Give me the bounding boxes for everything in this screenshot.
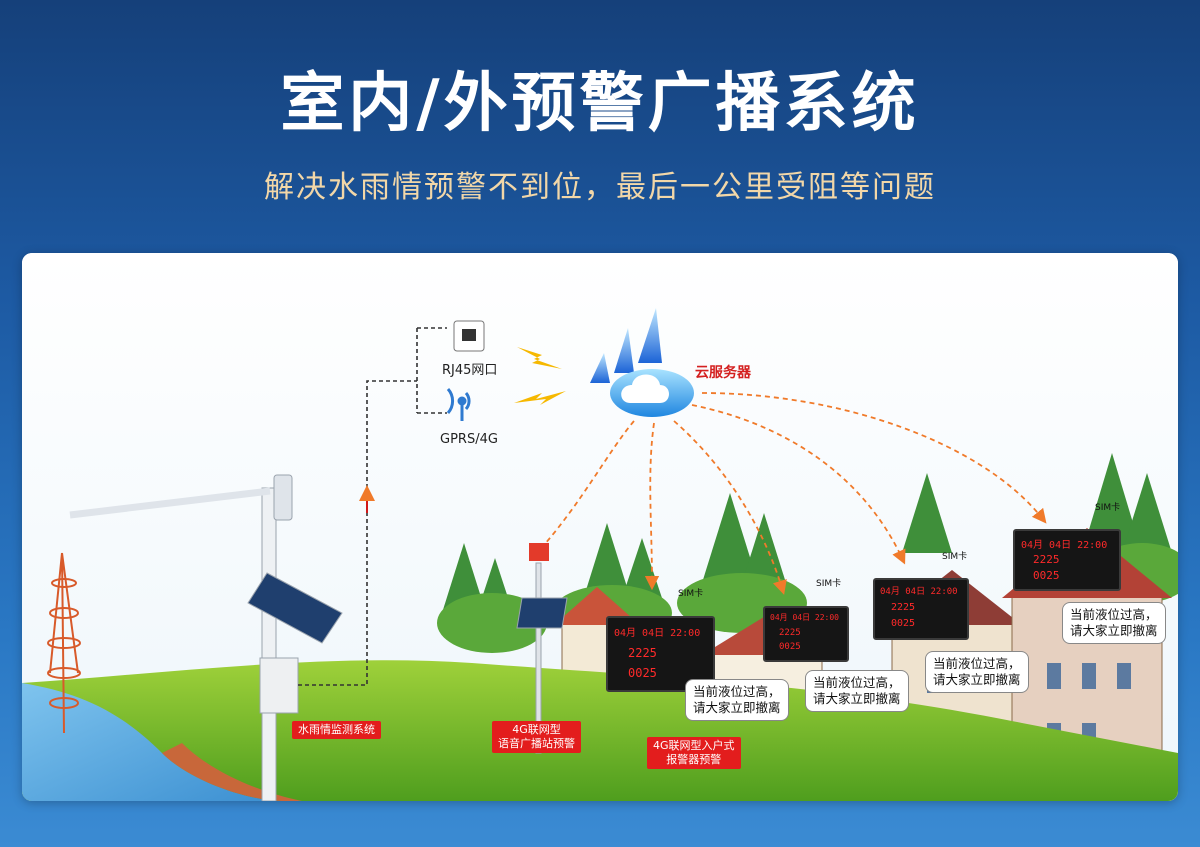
lightning-icon [517,347,562,369]
lightning-icon [514,391,566,405]
display-value-b: 0025 [1033,569,1060,582]
diagram-panel: RJ45网口 GPRS/4G 云服务器 水雨情监测系统 4G联网型 语音广播站预… [22,253,1178,801]
alert-line2: 请大家立即撤离 [1070,623,1158,638]
alert-line1: 当前液位过高， [693,684,781,699]
display-value-b: 0025 [779,642,801,652]
sim-label: SIM卡 [678,589,704,599]
alarm-display: 04月 04日 22:00 2225 0025 [763,606,849,662]
alert-bubble: 当前液位过高， 请大家立即撤离 [925,651,1029,693]
alert-line1: 当前液位过高， [933,656,1021,671]
gprs-label: GPRS/4G [440,432,498,447]
display-date: 04月 04日 22:00 [880,587,958,597]
display-value-b: 0025 [628,666,657,680]
display-value-a: 2225 [1033,553,1060,566]
broadcast-tag-line2: 语音广播站预警 [498,737,575,750]
rj45-label: RJ45网口 [442,363,498,378]
alert-line2: 请大家立即撤离 [693,700,781,715]
alarm-display: 04月 04日 22:00 2225 0025 [873,578,969,640]
rain-gauge-icon [47,552,81,734]
display-date: 04月 04日 22:00 [770,613,839,622]
alert-line2: 请大家立即撤离 [933,672,1021,687]
sim-label: SIM卡 [1095,503,1121,513]
display-value-a: 2225 [628,646,657,660]
indoor-alarm-tag: 4G联网型入户式 报警器预警 [647,737,741,769]
alarm-display: 04月 04日 22:00 2225 0025 [1013,529,1121,591]
monitoring-pole-icon [69,474,343,801]
display-value-a: 2225 [891,602,916,613]
alert-bubble: 当前液位过高， 请大家立即撤离 [805,670,909,712]
indoor-tag-line1: 4G联网型入户式 [653,739,735,752]
scene-illustration [22,253,1178,801]
display-value-a: 2225 [779,628,801,638]
signal-icon [446,388,471,421]
display-date: 04月 04日 22:00 [1021,540,1108,551]
alert-line1: 当前液位过高， [813,675,901,690]
indoor-tag-line2: 报警器预警 [666,753,722,766]
alert-line1: 当前液位过高， [1070,607,1158,622]
page-title: 室内/外预警广播系统 [280,67,920,141]
monitor-system-tag: 水雨情监测系统 [292,721,381,739]
display-value-b: 0025 [891,618,916,629]
cloud-server-icon [590,308,694,417]
alert-bubble: 当前液位过高， 请大家立即撤离 [685,679,789,721]
display-date: 04月 04日 22:00 [614,628,701,639]
broadcast-tag-line1: 4G联网型 [512,723,561,736]
cloud-server-label: 云服务器 [695,365,751,381]
alert-line2: 请大家立即撤离 [813,691,901,706]
page-subtitle: 解决水雨情预警不到位，最后一公里受阻等问题 [264,170,936,205]
sim-label: SIM卡 [816,579,842,589]
broadcast-tag: 4G联网型 语音广播站预警 [492,721,581,753]
sim-label: SIM卡 [942,552,968,562]
monitor-system-text: 水雨情监测系统 [298,723,375,736]
broadcast-station-icon [516,543,568,754]
alert-bubble: 当前液位过高， 请大家立即撤离 [1062,602,1166,644]
